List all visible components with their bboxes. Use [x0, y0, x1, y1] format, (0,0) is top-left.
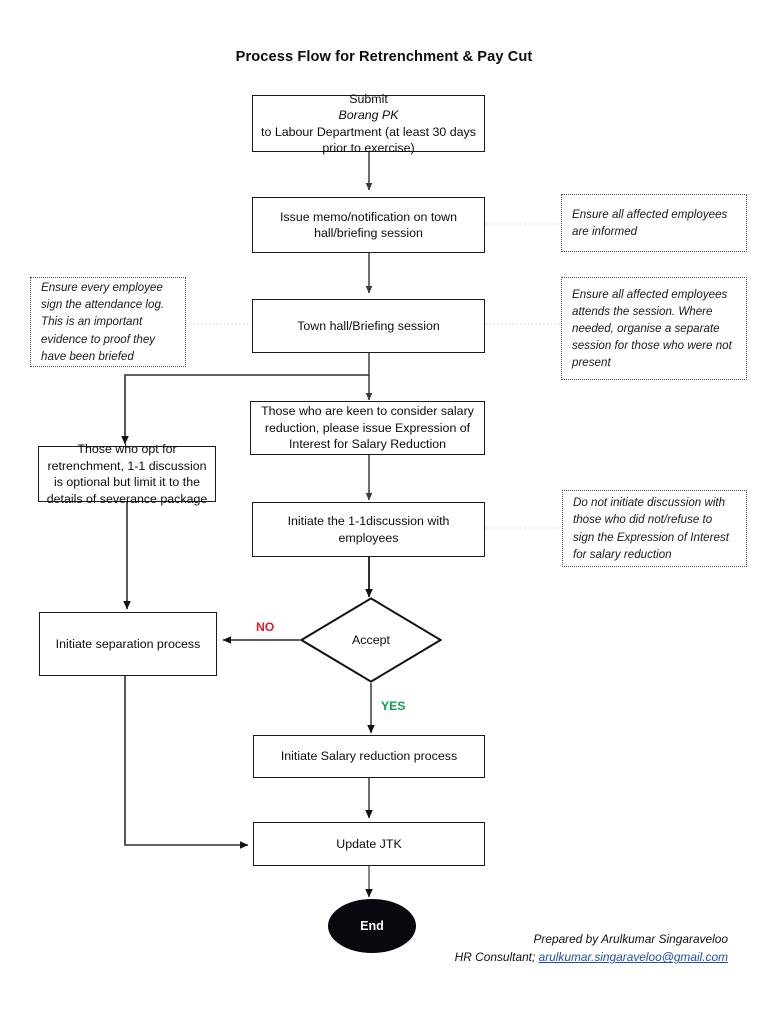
node-decision-accept[interactable]: Accept [299, 597, 443, 683]
node-salary-reduction-label: Initiate Salary reduction process [280, 749, 458, 764]
diamond-shape [299, 597, 443, 683]
node-end-label: End [360, 919, 384, 933]
node-end[interactable]: End [328, 899, 416, 953]
footer-role: HR Consultant; [454, 950, 539, 965]
node-decision-label: Accept [352, 633, 390, 647]
node-salary-reduction[interactable]: Initiate Salary reduction process [253, 735, 485, 778]
node-expression-of-interest-label: Those who are keen to consider salary re… [261, 404, 474, 452]
edge-label-no: NO [256, 620, 275, 634]
note-employees-informed: Ensure all affected employees are inform… [561, 194, 747, 252]
note-attends-session-text: Ensure all affected employees attends th… [572, 287, 732, 370]
footer-prepared-by: Prepared by Arulkumar Singaraveloo [533, 932, 728, 946]
node-opt-retrenchment[interactable]: Those who opt for retrenchment, 1-1 disc… [38, 442, 216, 506]
note-attendance-log-text: Ensure every employee sign the attendanc… [41, 281, 165, 363]
note-employees-informed-text: Ensure all affected employees are inform… [572, 207, 728, 238]
node-town-hall-label: Town hall/Briefing session [297, 318, 440, 333]
footer-email-link[interactable]: arulkumar.singaraveloo@gmail.com [538, 950, 728, 965]
node-issue-memo[interactable]: Issue memo/notification on town hall/bri… [252, 197, 485, 253]
footer-role-line: HR Consultant; arulkumar.singaraveloo@gm… [388, 948, 728, 966]
note-attends-session: Ensure all affected employees attends th… [561, 277, 747, 380]
node-opt-retrenchment-label: Those who opt for retrenchment, 1-1 disc… [46, 442, 208, 506]
note-do-not-initiate-text: Do not initiate discussion with those wh… [573, 496, 729, 561]
node-town-hall[interactable]: Town hall/Briefing session [252, 299, 485, 353]
note-attendance-log: Ensure every employee sign the attendanc… [30, 277, 186, 367]
node-update-jtk-label: Update JTK [336, 836, 402, 851]
page-title: Process Flow for Retrenchment & Pay Cut [235, 49, 533, 65]
note-do-not-initiate: Do not initiate discussion with those wh… [562, 490, 747, 567]
node-initiate-separation[interactable]: Initiate separation process [39, 612, 217, 676]
node-submit-form-label: Submit Borang PK to Labour Department (a… [261, 91, 476, 156]
node-one-to-one-discussion[interactable]: Initiate the 1-1discussion with employee… [252, 502, 485, 557]
node-issue-memo-label: Issue memo/notification on town hall/bri… [279, 209, 457, 241]
edge-label-yes: YES [381, 699, 406, 713]
node-one-to-one-discussion-label: Initiate the 1-1discussion with employee… [287, 514, 450, 545]
node-expression-of-interest[interactable]: Those who are keen to consider salary re… [250, 401, 485, 455]
node-submit-form[interactable]: Submit Borang PK to Labour Department (a… [252, 92, 485, 155]
node-initiate-separation-label: Initiate separation process [55, 636, 201, 651]
node-update-jtk[interactable]: Update JTK [253, 822, 485, 866]
footer-credit: Prepared by Arulkumar Singaraveloo HR Co… [388, 930, 728, 967]
